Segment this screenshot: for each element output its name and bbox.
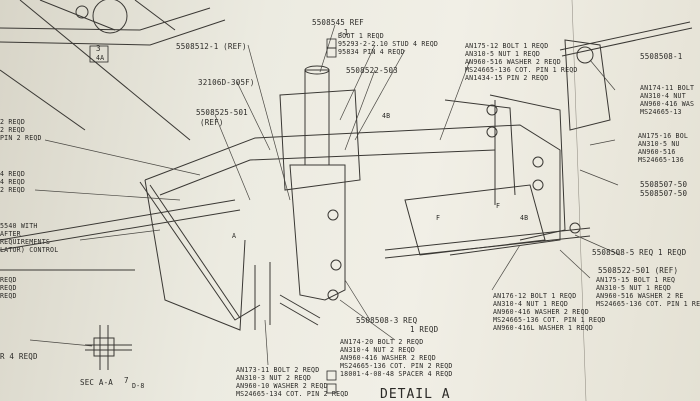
callout-5508507-b: 5508507-50 <box>640 189 688 198</box>
tag-f-right: F <box>496 202 501 210</box>
section-ref-sheet: D-8 <box>132 382 145 390</box>
callout-1-reqd: 1 REQD <box>410 325 439 334</box>
view-ref-sheet: 4A <box>96 54 105 62</box>
callout-5508507-a: 5508507-50 <box>640 180 688 189</box>
callout-5508522-501: 5508522-501 (REF) <box>598 266 679 275</box>
callout-ref: (REF) <box>200 118 224 127</box>
callout-5508512: 5508512-1 (REF) <box>176 42 247 51</box>
callout-5508522-503: 5508522-503 <box>346 66 398 75</box>
callout-5508525-501: 5508525-501 <box>196 108 248 117</box>
callout-an175-15-hardware: AN175-15 BOLT 1 REQ AN310-5 NUT 1 REQD A… <box>596 276 700 308</box>
reference-boxes <box>89 38 337 394</box>
callout-an173-11-hardware: AN173-11 BOLT 2 REQD AN310-3 NUT 2 REQD … <box>236 366 349 398</box>
structure-linework <box>0 0 693 370</box>
leader-lines <box>29 24 621 366</box>
view-ref-number: 3 <box>96 44 101 53</box>
callout-regulator-control: 5540 WITH AFTER REQUIREMENTS LATOR) CONT… <box>0 222 59 254</box>
callout-boot-stud-pin: BOOT 1 REQD 95293-2-2.10 STUD 4 REQD 958… <box>338 32 439 56</box>
callout-5508508-5: 5508508-5 REQ 1 REQD <box>592 248 687 257</box>
callout-an174-11-hardware: AN174-11 BOLT AN310-4 NUT AN960-416 WAS … <box>640 84 695 116</box>
callout-left-upper: 2 REQD 2 REQD PIN 2 REQD <box>0 118 42 142</box>
callout-an174-20-hardware: AN174-20 BOLT 2 REQD AN310-4 NUT 2 REQD … <box>340 338 453 378</box>
page-fold <box>571 0 587 401</box>
section-a-a-label: SEC A-A <box>80 378 114 387</box>
callout-an175-12-hardware: AN175-12 BOLT 1 REQD AN310-5 NUT 1 REQD … <box>465 42 578 82</box>
tag-a: A <box>232 232 237 240</box>
section-ref-number: 7 <box>124 376 129 385</box>
tag-4b-lower: 4B <box>520 214 529 222</box>
callout-left-lower: REQD REQD REQD <box>0 276 17 300</box>
callout-5508508-1: 5508508-1 <box>640 52 683 61</box>
callout-an175-16-hardware: AN175-16 BOL AN310-5 NU AN960-516 MS2466… <box>638 132 689 164</box>
note-box-marker: -1 <box>339 28 349 37</box>
callout-5508508-3: 5508508-3 REQ <box>356 316 418 325</box>
callout-r-4-reqd: R 4 REQD <box>0 352 38 361</box>
tag-4b-upper: 4B <box>382 112 391 120</box>
tag-f-left: F <box>436 214 441 222</box>
callout-5508545: 5508545 REF <box>312 18 364 27</box>
callout-an176-12-hardware: AN176-12 BOLT 1 REQD AN310-4 NUT 1 REQD … <box>493 292 606 332</box>
detail-title: DETAIL A <box>380 387 451 401</box>
callout-32106d: 32106D-305F) <box>198 78 255 87</box>
callout-left-middle: 4 REQD 4 REQD 2 REQD <box>0 170 26 194</box>
